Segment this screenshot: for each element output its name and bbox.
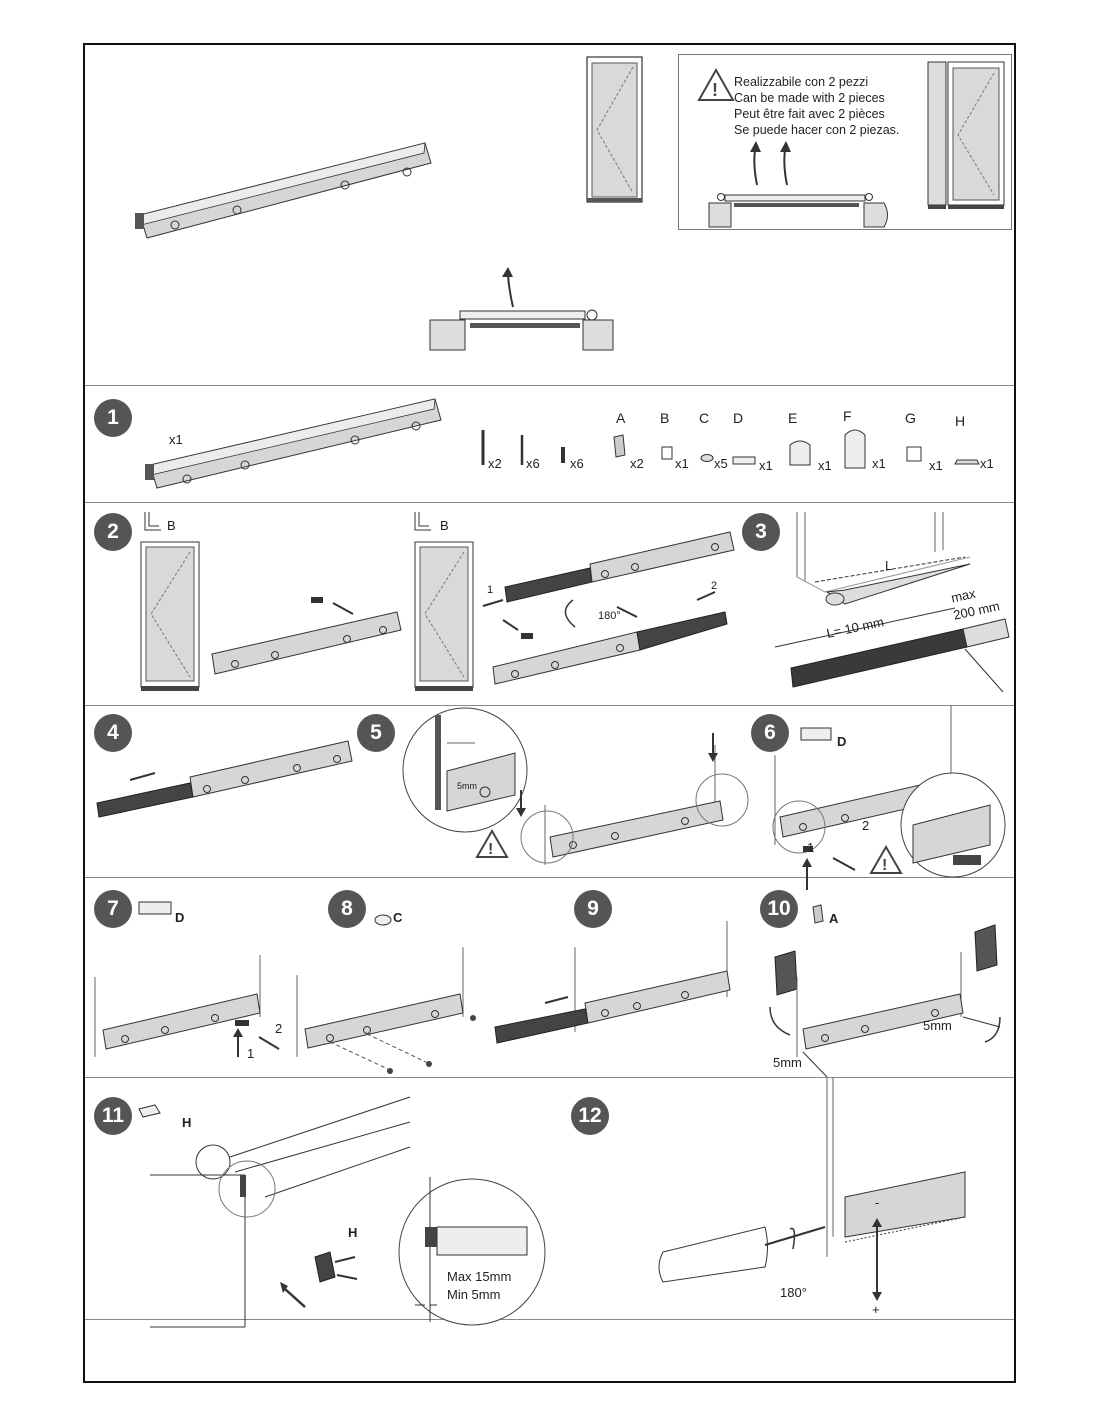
step7-part: D [175, 910, 185, 925]
step-badge-12: 12 [571, 1097, 609, 1135]
part-f-qty: x1 [872, 456, 886, 471]
step-2-3-section: 2 3 [85, 502, 1014, 706]
part-h-qty: x1 [980, 456, 994, 471]
part-d-qty: x1 [759, 458, 773, 473]
step11-min: Min 5mm [447, 1287, 501, 1302]
step2-arrow-2: 2 [711, 580, 718, 592]
step6-arrow-2: 2 [862, 818, 870, 833]
warning-line-es: Se puede hacer con 2 piezas. [734, 123, 900, 137]
step10-part: A [829, 911, 839, 926]
step-badge-3: 3 [742, 513, 780, 551]
step11-part-h: H [348, 1225, 358, 1240]
part-c-letter: C [699, 410, 710, 426]
intro-section: ! Realizzabile c [85, 45, 1014, 386]
step12-rotate: 180° [780, 1285, 807, 1300]
parts-illustration [145, 398, 980, 489]
svg-text:!: ! [712, 80, 718, 100]
step-badge-10: 10 [760, 890, 798, 928]
step-badge-5: 5 [357, 714, 395, 752]
step12-plus: + [872, 1302, 880, 1317]
step-11-12-section: 11 12 [85, 1077, 1014, 1328]
warning-line-fr: Peut être fait avec 2 pièces [734, 107, 885, 121]
part-b-qty: x1 [675, 456, 689, 471]
step11-part: H [182, 1115, 192, 1130]
screw-1-qty: x2 [488, 456, 502, 471]
step5-gap: 5mm [457, 781, 477, 791]
step3-l-label: L [885, 558, 893, 573]
step-7-10-illustration [94, 901, 1001, 1078]
step-4-6-illustration: ! ! [96, 705, 1006, 890]
step-badge-4: 4 [94, 714, 132, 752]
part-d-letter: D [733, 410, 744, 426]
warning-illustration: ! [697, 61, 1005, 228]
step8-part: C [393, 910, 403, 925]
warning-box: ! Realizzabile c [678, 54, 1012, 230]
warning-line-it: Realizzabile con 2 pezzi [734, 75, 869, 89]
warning-icon [697, 67, 735, 101]
part-e-qty: x1 [818, 458, 832, 473]
part-e-letter: E [788, 410, 798, 426]
instruction-sheet: ! Realizzabile c [83, 43, 1016, 1383]
step7-arrow-1: 1 [247, 1046, 255, 1061]
part-a-qty: x2 [630, 456, 644, 471]
part-g-letter: G [905, 410, 916, 426]
screw-3-qty: x6 [570, 456, 584, 471]
step7-arrow-2: 2 [275, 1021, 283, 1036]
warning-text: Realizzabile con 2 pezzi Can be made wit… [734, 74, 899, 138]
step11-max: Max 15mm [447, 1269, 512, 1284]
part-g-qty: x1 [929, 458, 943, 473]
part-f-letter: F [843, 408, 852, 424]
step-11-12-illustration [138, 1077, 966, 1328]
warning-line-en: Can be made with 2 pieces [734, 91, 885, 105]
step2-rotate: 180° [598, 610, 621, 622]
step-4-6-section: 4 5 6 [85, 705, 1014, 890]
step2-part-left: B [167, 518, 176, 533]
screw-2-qty: x6 [526, 456, 540, 471]
svg-text:!: ! [882, 857, 887, 874]
part-h-letter: H [955, 413, 966, 429]
part-a-letter: A [616, 410, 626, 426]
step6-arrow-1: 1 [807, 840, 815, 855]
step-badge-7: 7 [94, 890, 132, 928]
step-badge-8: 8 [328, 890, 366, 928]
step6-part: D [837, 734, 847, 749]
step-7-10-section: 7 8 9 10 [85, 877, 1014, 1078]
step2-part-right: B [440, 518, 449, 533]
step-2-3-illustration [140, 512, 1010, 693]
step10-gap-right: 5mm [923, 1018, 952, 1033]
intro-illustration [135, 56, 643, 351]
step2-arrow-1: 1 [487, 584, 494, 596]
step-1-section: 1 x1 x2 x6 x6 A x2 B [85, 385, 1014, 503]
step-badge-1: 1 [94, 399, 132, 437]
step-badge-6: 6 [751, 714, 789, 752]
step-badge-11: 11 [94, 1097, 132, 1135]
main-bar-qty: x1 [169, 432, 183, 447]
svg-text:!: ! [488, 841, 493, 858]
step-badge-9: 9 [574, 890, 612, 928]
step10-gap-left: 5mm [773, 1055, 802, 1070]
step12-minus: - [875, 1195, 880, 1210]
part-c-qty: x5 [714, 456, 728, 471]
part-b-letter: B [660, 410, 670, 426]
step-badge-2: 2 [94, 513, 132, 551]
